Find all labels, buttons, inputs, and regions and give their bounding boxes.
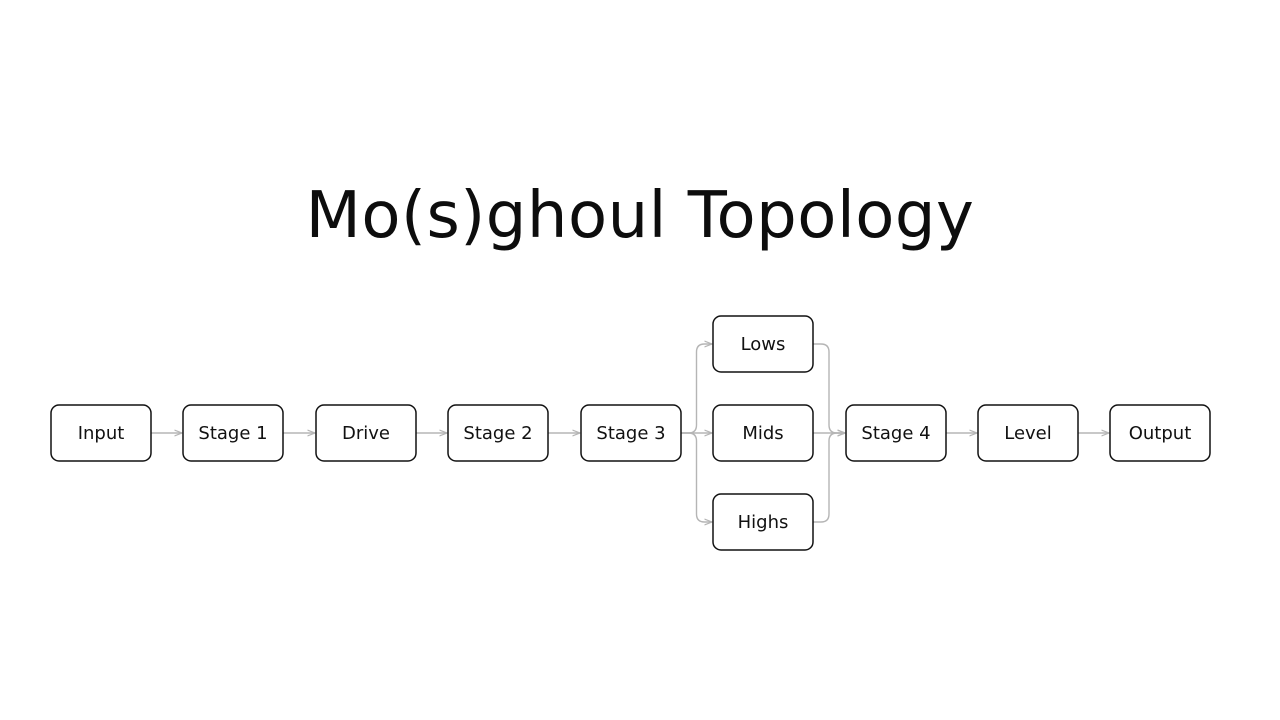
node-level: Level <box>977 404 1079 462</box>
node-highs: Highs <box>712 493 814 551</box>
edge-stage3-to-highs <box>681 432 712 522</box>
node-stage1-box <box>182 404 284 462</box>
node-stage4-box <box>845 404 947 462</box>
node-drive: Drive <box>315 404 417 462</box>
node-highs-box <box>712 493 814 551</box>
node-output: Output <box>1109 404 1211 462</box>
node-drive-label: Drive <box>342 423 390 444</box>
node-lows-box <box>712 315 814 373</box>
node-level-label: Level <box>1004 423 1052 444</box>
node-level-box <box>977 404 1079 462</box>
node-stage3-box <box>580 404 682 462</box>
node-drive-box <box>315 404 417 462</box>
node-stage4: Stage 4 <box>845 404 947 462</box>
node-input-label: Input <box>78 423 125 444</box>
node-stage4-label: Stage 4 <box>861 423 930 444</box>
nodes-layer: Input Stage 1 Drive Stage 2 Stage 3 LowsMidsH… <box>50 315 1211 551</box>
node-stage3: Stage 3 <box>580 404 682 462</box>
node-input: Input <box>50 404 152 462</box>
edge-stage3-to-lows <box>681 344 712 434</box>
diagram-title: Mo(s)ghoul Topology <box>305 179 975 253</box>
edges-layer <box>151 344 1109 522</box>
node-stage3-label: Stage 3 <box>596 423 665 444</box>
node-stage2-label: Stage 2 <box>463 423 532 444</box>
node-lows: Lows <box>712 315 814 373</box>
node-mids-label: Mids <box>742 423 783 444</box>
node-output-box <box>1109 404 1211 462</box>
node-mids: Mids <box>712 404 814 462</box>
edge-highs-to-stage4 <box>813 433 845 523</box>
node-lows-label: Lows <box>741 334 786 355</box>
node-highs-label: Highs <box>738 512 789 533</box>
edge-lows-to-stage4 <box>813 343 845 433</box>
node-stage2: Stage 2 <box>447 404 549 462</box>
node-mids-box <box>712 404 814 462</box>
node-stage2-box <box>447 404 549 462</box>
node-stage1-label: Stage 1 <box>198 423 267 444</box>
node-stage1: Stage 1 <box>182 404 284 462</box>
node-input-box <box>50 404 152 462</box>
node-output-label: Output <box>1129 423 1192 444</box>
